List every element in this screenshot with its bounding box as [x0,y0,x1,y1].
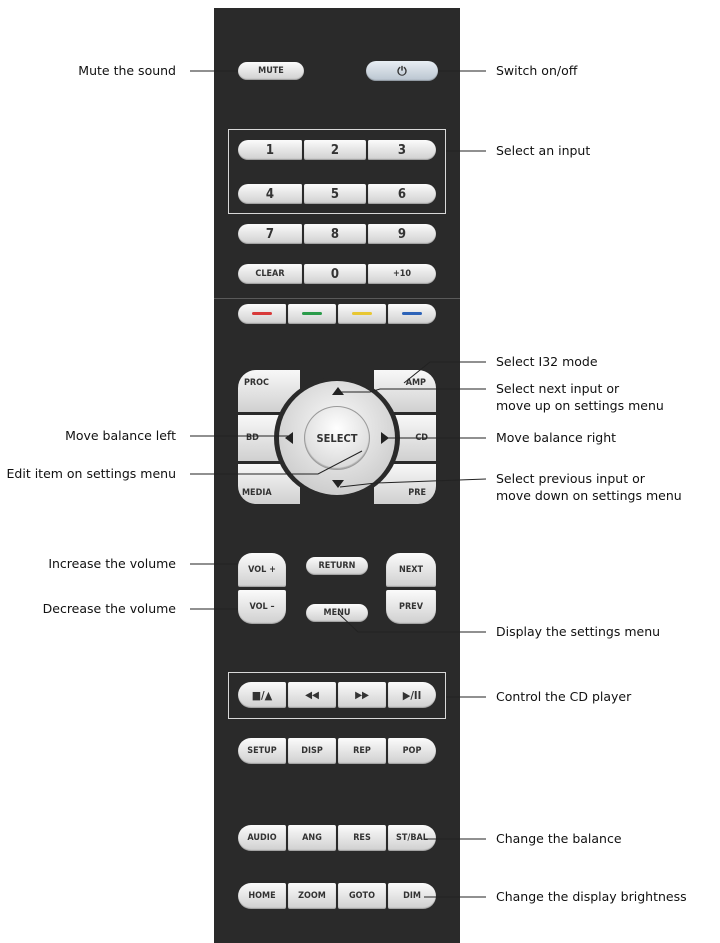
label-bal-left: Move balance left [65,428,176,443]
up-arrow-icon [332,387,344,395]
prev-button[interactable]: PREV [386,590,436,624]
label-next-input-1: Select next input or [496,381,620,396]
mute-button[interactable]: MUTE [238,62,304,80]
label-input: Select an input [496,143,591,158]
leader-next-input [338,388,486,393]
stop-eject-button[interactable]: ■/▲ [238,682,286,708]
power-button[interactable]: ⏻ [366,61,438,81]
clear-button[interactable]: CLEAR [238,264,302,284]
play-pause-button[interactable]: ▶/II [388,682,436,708]
blue-key-bar [402,312,422,315]
leader-i32 [403,361,486,384]
label-i32: Select I32 mode [496,354,598,369]
dim-button[interactable]: DIM [388,883,436,909]
vol-down-button[interactable]: VOL – [238,590,286,624]
ang-button[interactable]: ANG [288,825,336,851]
label-balance: Change the balance [496,831,622,846]
disp-button[interactable]: DISP [288,738,336,764]
st-bal-button[interactable]: ST/BAL [388,825,436,851]
num-9-button[interactable]: 9 [368,224,436,244]
transport-frame [228,672,446,719]
plus10-button[interactable]: +10 [368,264,436,284]
label-bal-right: Move balance right [496,430,617,445]
rewind-button[interactable]: ◀◀ [288,682,336,708]
label-next-input-2: move up on settings menu [496,398,664,413]
num-8-button[interactable]: 8 [304,224,366,244]
res-button[interactable]: RES [338,825,386,851]
rep-button[interactable]: REP [338,738,386,764]
fast-forward-button[interactable]: ▶▶ [338,682,386,708]
label-edit: Edit item on settings menu [6,466,176,481]
num-6-button[interactable]: 6 [368,184,436,204]
label-brightness: Change the display brightness [496,889,687,904]
label-vol-up: Increase the volume [48,556,176,571]
label-prev-input-2: move down on settings menu [496,488,682,503]
zoom-button[interactable]: ZOOM [288,883,336,909]
label-mute: Mute the sound [78,63,176,78]
label-cd: Control the CD player [496,689,632,704]
down-arrow-icon [332,480,344,488]
menu-button[interactable]: MENU [306,604,368,622]
next-button[interactable]: NEXT [386,553,436,587]
power-icon: ⏻ [397,63,407,78]
leader-menu [337,612,486,633]
red-key-bar [252,312,272,315]
left-arrow-icon [285,432,293,444]
num-0-button[interactable]: 0 [304,264,366,284]
pop-button[interactable]: POP [388,738,436,764]
num-3-button[interactable]: 3 [368,140,436,160]
yellow-key-bar [352,312,372,315]
input-buttons-frame [228,129,446,214]
leader-prev-input [339,478,487,488]
num-2-button[interactable]: 2 [304,140,366,160]
num-1-button[interactable]: 1 [238,140,302,160]
num-4-button[interactable]: 4 [238,184,302,204]
home-button[interactable]: HOME [238,883,286,909]
return-button[interactable]: RETURN [306,557,368,575]
divider [214,298,460,299]
select-button[interactable]: SELECT [304,406,370,470]
right-arrow-icon [381,432,389,444]
num-5-button[interactable]: 5 [304,184,366,204]
label-menu: Display the settings menu [496,624,661,639]
green-key-bar [302,312,322,315]
audio-button[interactable]: AUDIO [238,825,286,851]
setup-button[interactable]: SETUP [238,738,286,764]
leader-edit [190,450,363,475]
label-power: Switch on/off [496,63,578,78]
vol-up-button[interactable]: VOL + [238,553,286,587]
goto-button[interactable]: GOTO [338,883,386,909]
label-prev-input-1: Select previous input or [496,471,645,486]
num-7-button[interactable]: 7 [238,224,302,244]
label-vol-down: Decrease the volume [42,601,176,616]
